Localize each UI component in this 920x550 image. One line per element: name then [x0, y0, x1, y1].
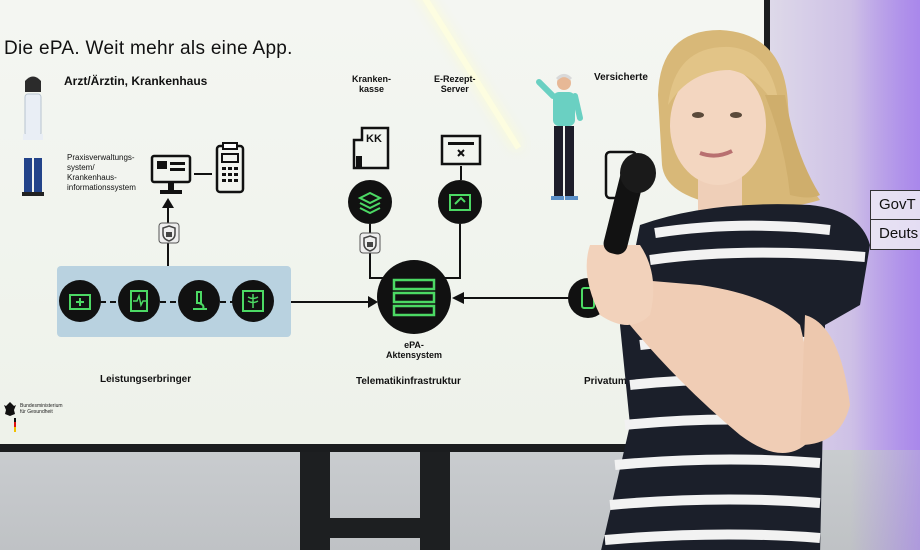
card-terminal-icon	[215, 142, 245, 194]
ministry-eagle-logo-icon	[4, 402, 16, 432]
arrow-up-icon	[162, 198, 174, 208]
connector-line	[194, 173, 212, 175]
database-stack-icon	[348, 180, 392, 224]
prescription-icon	[440, 134, 482, 166]
speaker-woman	[586, 30, 870, 550]
doctor-figure-icon	[22, 76, 44, 196]
sign-line-2: Deuts	[879, 225, 919, 242]
microscope-icon	[178, 280, 220, 322]
connector-line	[460, 166, 462, 180]
tv-stand-crossbar	[300, 518, 450, 538]
privat-label: Privatum	[584, 376, 627, 387]
left-heading: Arzt/Ärztin, Krankenhaus	[64, 74, 208, 88]
epa-server-icon	[377, 260, 451, 334]
dashed-connector	[80, 301, 270, 303]
insured-person-figure-icon	[536, 74, 583, 200]
ecg-document-icon	[118, 280, 160, 322]
xray-icon	[232, 280, 274, 322]
connector-line	[459, 224, 461, 278]
erezept-server-icon	[438, 180, 482, 224]
krankenkasse-label: Kranken-kasse	[352, 74, 392, 94]
pvs-label: Praxisverwaltungs-system/ Krankenhaus-in…	[67, 153, 136, 192]
computer-icon	[150, 154, 192, 194]
building-icon	[352, 126, 390, 170]
connector-line	[291, 301, 371, 303]
connector-line	[167, 206, 169, 296]
kk-badge: KK	[366, 133, 382, 145]
leistungserbringer-label: Leistungserbringer	[100, 374, 192, 385]
slide-title: Die ePA. Weit mehr als eine App.	[4, 38, 293, 59]
lock-shield-icon	[158, 222, 180, 244]
arrow-left-icon	[452, 292, 464, 304]
telematik-label: Telematikinfrastruktur	[356, 376, 461, 387]
sign-line-1: GovT	[871, 191, 920, 220]
versicherte-label: Versicherte	[594, 72, 648, 83]
lock-shield-icon	[359, 232, 381, 254]
govtech-sign: GovT Deuts	[870, 190, 920, 250]
connector-line	[462, 297, 582, 299]
connector-line	[369, 277, 387, 279]
erezept-label: E-Rezept-Server	[434, 74, 476, 94]
arrow-right-icon	[368, 296, 378, 308]
connector-line	[440, 277, 461, 279]
medical-kit-icon	[59, 280, 101, 322]
epa-label: ePA-Aktensystem	[385, 340, 443, 360]
